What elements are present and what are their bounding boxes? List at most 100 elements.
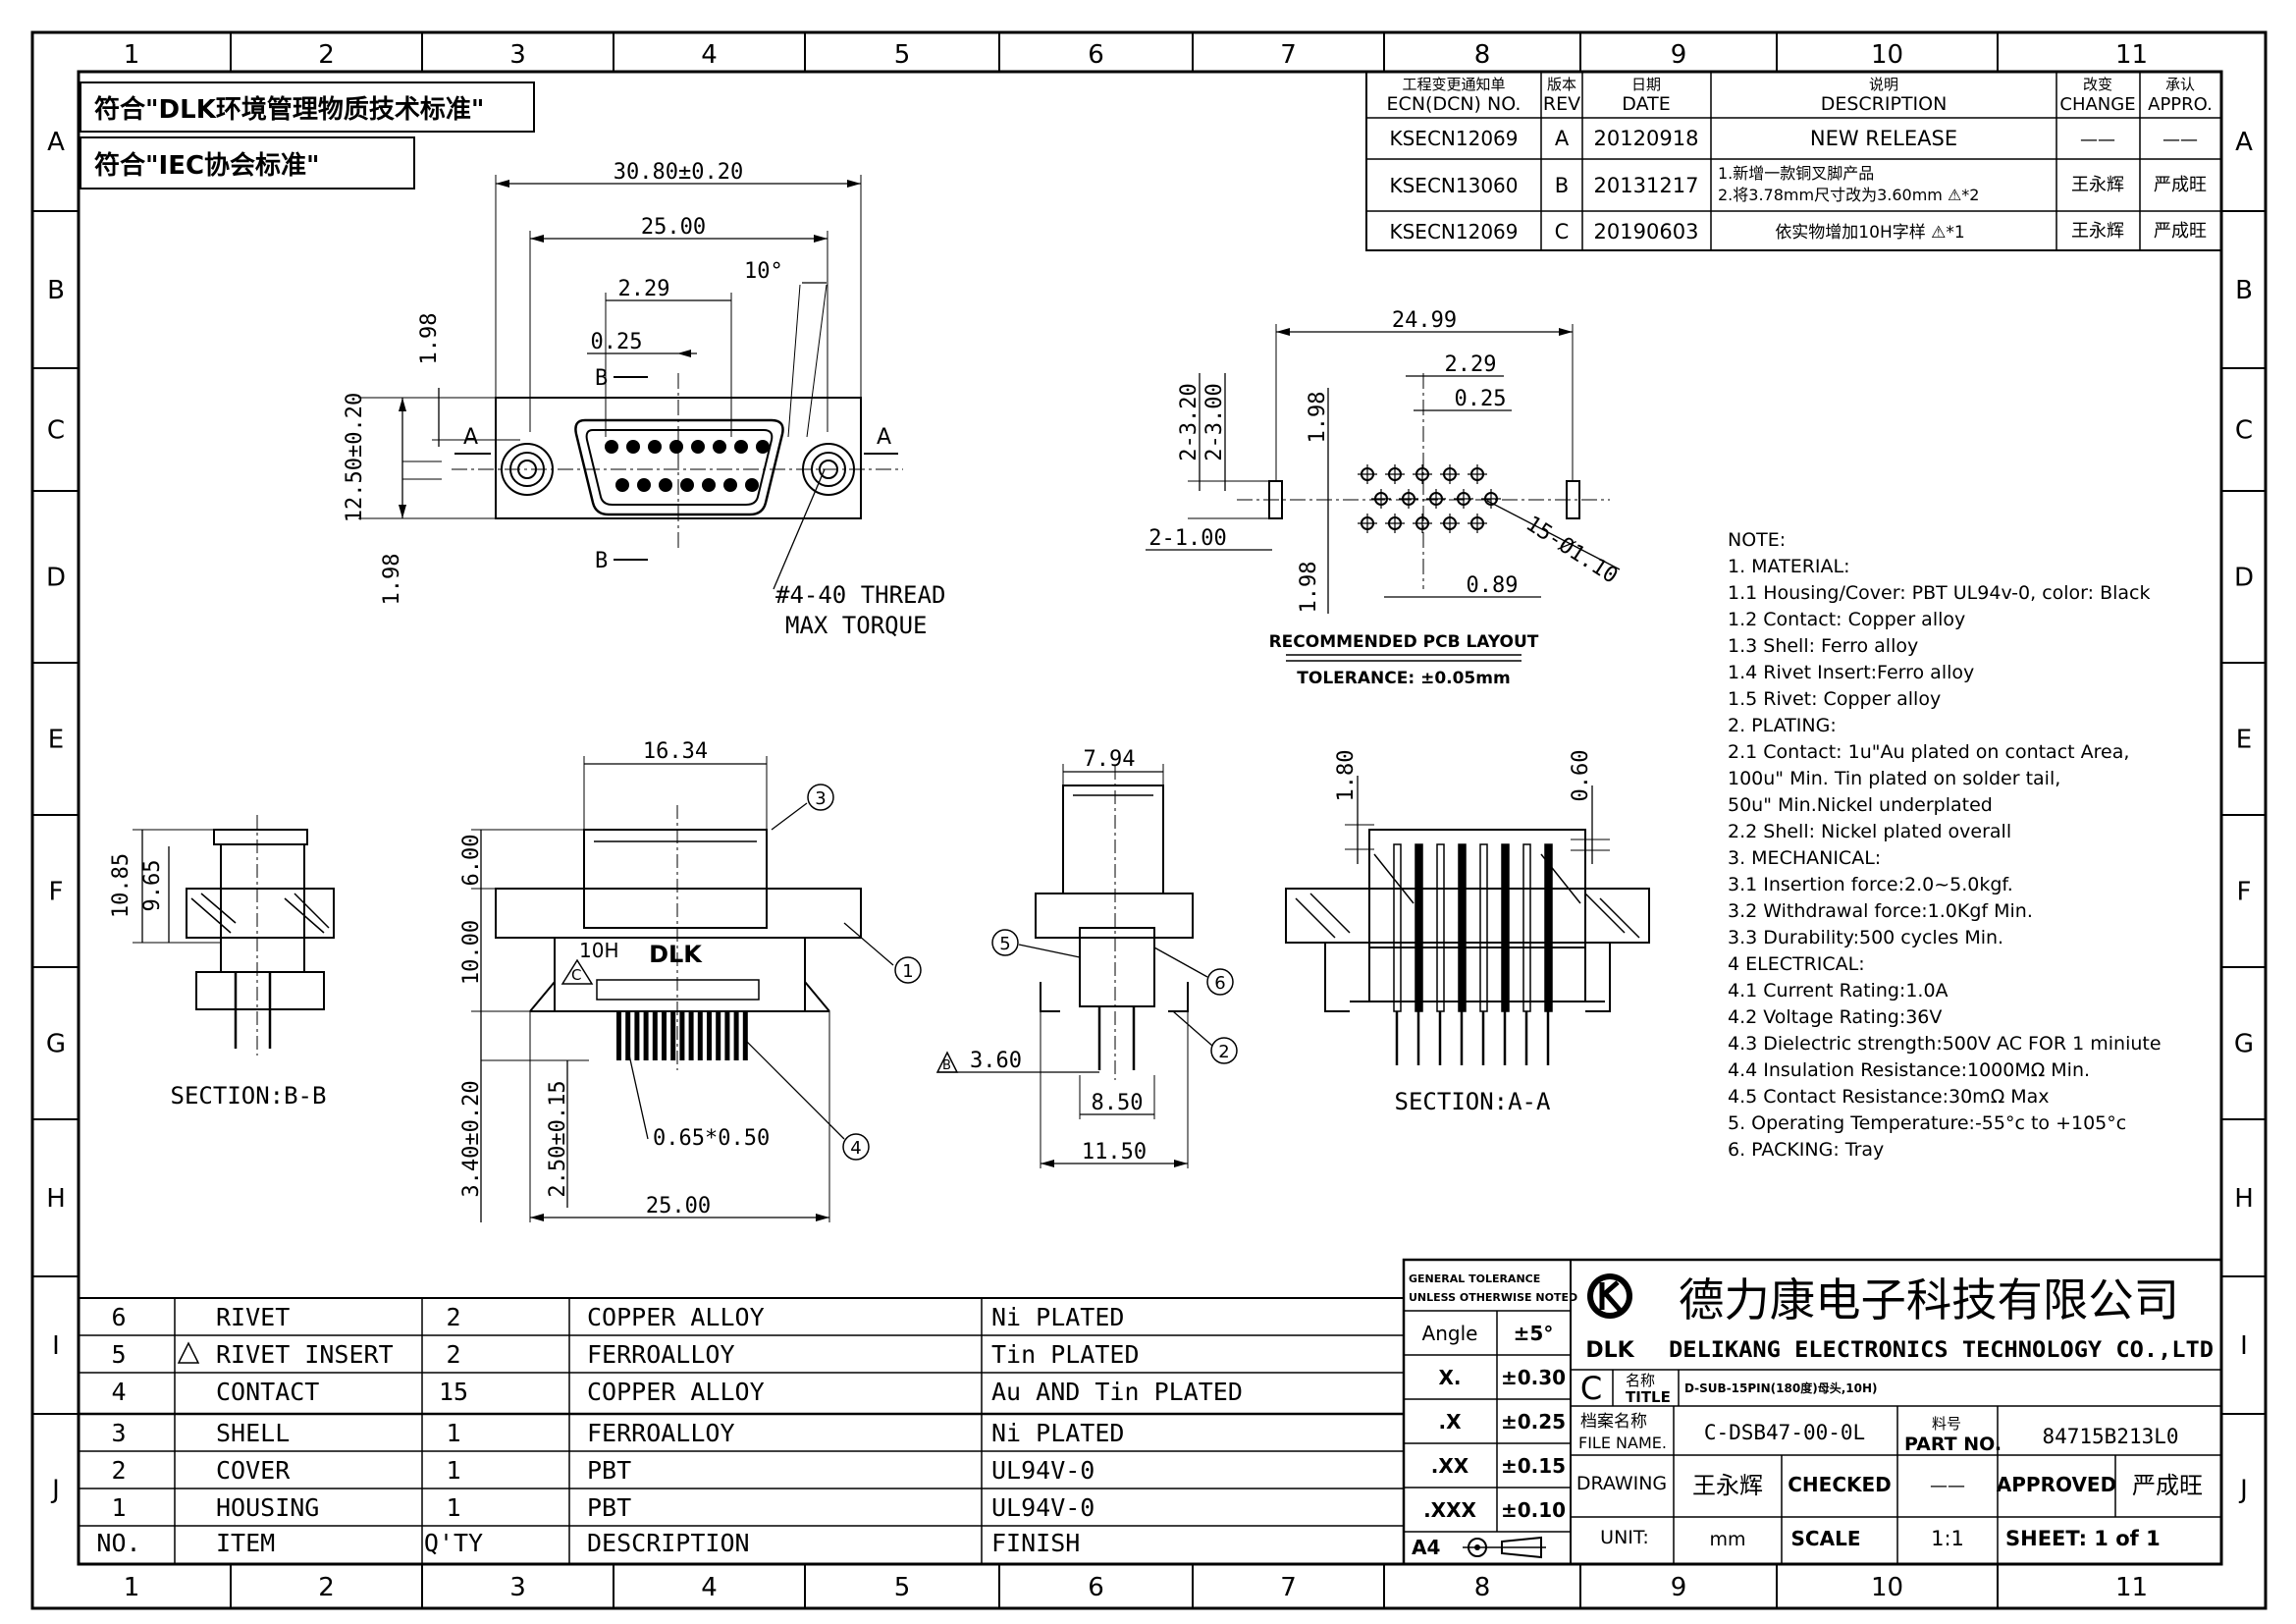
- note-line: 4 ELECTRICAL:: [1728, 953, 1865, 975]
- note-line: 1. MATERIAL:: [1728, 556, 1849, 577]
- pcb-hole: [1358, 514, 1377, 533]
- contact-pin: [605, 440, 618, 454]
- bom-cell-qty: 1: [446, 1493, 460, 1522]
- pcb-dim-pitch: 2.29: [1445, 352, 1497, 377]
- grid-column-label: 1: [124, 40, 140, 70]
- solder-tail: [643, 1011, 649, 1060]
- rev-header-change-cn: 改变: [2083, 76, 2112, 93]
- solder-tail: [679, 1011, 685, 1060]
- logo-text: DLK: [1585, 1338, 1634, 1363]
- pcb-dim-d2: 2-3.00: [1202, 383, 1227, 460]
- balloon-2-label: 2: [1218, 1042, 1229, 1062]
- dim-bottom-offset: 1.98: [380, 554, 404, 606]
- grid-column-label: 6: [1088, 1573, 1104, 1602]
- pcb-title: RECOMMENDED PCB LAYOUT: [1269, 632, 1539, 652]
- pcb-hole: [1454, 489, 1473, 509]
- rev-row-rev: B: [1555, 174, 1569, 197]
- grid-row-label: E: [2236, 726, 2252, 755]
- tol-value: ±0.10: [1501, 1498, 1566, 1522]
- rev-header-date: DATE: [1622, 93, 1670, 115]
- title-rev: C: [1580, 1370, 1602, 1407]
- rev-header-change: CHANGE: [2059, 94, 2135, 115]
- approved-value: 严成旺: [2132, 1472, 2203, 1499]
- bom-cell-no: 4: [111, 1378, 126, 1406]
- grid-row-label: H: [46, 1184, 66, 1214]
- rev-row-rev: A: [1555, 127, 1570, 150]
- contact-pin: [659, 478, 672, 492]
- solder-tail: [716, 1011, 721, 1060]
- solder-tail: [625, 1011, 631, 1060]
- pcb-dim-width: 24.99: [1392, 308, 1457, 333]
- grid-row-label: D: [46, 564, 66, 593]
- grid-column-label: 4: [701, 1573, 718, 1602]
- rev-row-desc: 依实物增加10H字样 ⚠*1: [1775, 223, 1964, 243]
- grid-column-label: 2: [318, 40, 335, 70]
- rev-row-desc: NEW RELEASE: [1810, 127, 1957, 150]
- dim-pitch: 2.29: [618, 277, 670, 301]
- balloon-6-label: 6: [1214, 973, 1225, 994]
- note-line: 4.4 Insulation Resistance:1000MΩ Min.: [1728, 1059, 2090, 1081]
- contact-pin: [734, 440, 748, 454]
- note-line: 3.1 Insertion force:2.0~5.0kgf.: [1728, 874, 2013, 895]
- rev-row-rev: C: [1555, 220, 1570, 244]
- pcb-hole: [1481, 489, 1501, 509]
- grid-column-label: 9: [1671, 1573, 1687, 1602]
- aa-contact: [1522, 843, 1531, 1012]
- checked-value: ——: [1930, 1476, 1965, 1496]
- tol-label: .X: [1438, 1410, 1462, 1434]
- tol-value: ±5°: [1514, 1322, 1554, 1345]
- dim-width-top: 16.34: [643, 739, 708, 764]
- bom-cell-desc: FERROALLOY: [587, 1419, 735, 1447]
- grid-row-label: B: [47, 276, 65, 305]
- grid-column-label: 1: [124, 1573, 140, 1602]
- aa-contact: [1544, 843, 1553, 1012]
- rev-row-date: 20190603: [1594, 220, 1699, 244]
- bom-cell-desc: COPPER ALLOY: [587, 1378, 765, 1406]
- note-line: 2.1 Contact: 1u"Au plated on contact Are…: [1728, 741, 2129, 763]
- dim-pin: 0.65*0.50: [653, 1126, 770, 1151]
- bom-cell-qty: 2: [446, 1303, 460, 1331]
- grid-row-label: I: [2240, 1331, 2248, 1361]
- grid-row-label: D: [2234, 564, 2254, 593]
- pcb-hole: [1468, 464, 1487, 484]
- solder-tail: [670, 1011, 676, 1060]
- bom-header-finish: FINISH: [991, 1529, 1080, 1557]
- note-line: 1.3 Shell: Ferro alloy: [1728, 635, 1918, 657]
- grid-column-label: 11: [2115, 1573, 2148, 1602]
- rev-header-date-cn: 日期: [1631, 76, 1661, 93]
- rev-row-change: 王永辉: [2071, 221, 2124, 242]
- pcb-layout: 24.99 2.29 0.25 2-3.20 2-3.00 2-1.00 1.9…: [1146, 308, 1622, 688]
- section-a-right: A: [877, 425, 891, 450]
- grid-row-label: I: [52, 1331, 60, 1361]
- file-value: C-DSB47-00-0L: [1704, 1421, 1865, 1444]
- pcb-hole: [1385, 464, 1405, 484]
- grid-column-label: 9: [1671, 40, 1687, 70]
- bom-cell-finish: Tin PLATED: [991, 1340, 1140, 1369]
- bom-cell-item: SHELL: [216, 1419, 290, 1447]
- dlk-standard-box: [80, 81, 535, 133]
- tol-label: .XXX: [1423, 1498, 1476, 1522]
- grid-column-label: 11: [2115, 40, 2148, 70]
- revision-table: 工程变更通知单 ECN(DCN) NO. 版本 REV 日期 DATE 说明 D…: [1365, 71, 2222, 251]
- title-en: TITLE: [1626, 1388, 1671, 1406]
- note-line: 3.2 Withdrawal force:1.0Kgf Min.: [1728, 900, 2033, 922]
- grid-column-label: 3: [509, 40, 526, 70]
- brand-mark: DLK: [649, 941, 703, 968]
- part-cn: 料号: [1932, 1415, 1961, 1433]
- grid-row-label: F: [49, 878, 64, 907]
- rev-header-ecn-cn: 工程变更通知单: [1402, 76, 1505, 93]
- note-line: 5. Operating Temperature:-55°c to +105°c: [1728, 1112, 2126, 1134]
- grid-row-label: J: [50, 1476, 60, 1505]
- balloon-5: [991, 929, 1019, 956]
- dim-angle: 10°: [744, 259, 783, 284]
- grid-row-label: C: [47, 416, 65, 446]
- grid-column-label: 2: [318, 1573, 335, 1602]
- grid-row-label: E: [48, 726, 64, 755]
- section-bb-view: 10.85 9.65 SECTION:B-B: [109, 815, 335, 1110]
- scale-label: SCALE: [1791, 1527, 1861, 1550]
- pcb-dim-holes: 15-Ø1.10: [1522, 512, 1622, 589]
- bom-cell-no: 1: [111, 1493, 126, 1522]
- bom-cell-item: CONTACT: [216, 1378, 319, 1406]
- bom-cell-finish: Ni PLATED: [991, 1303, 1124, 1331]
- bom-cell-finish: UL94V-0: [991, 1456, 1095, 1485]
